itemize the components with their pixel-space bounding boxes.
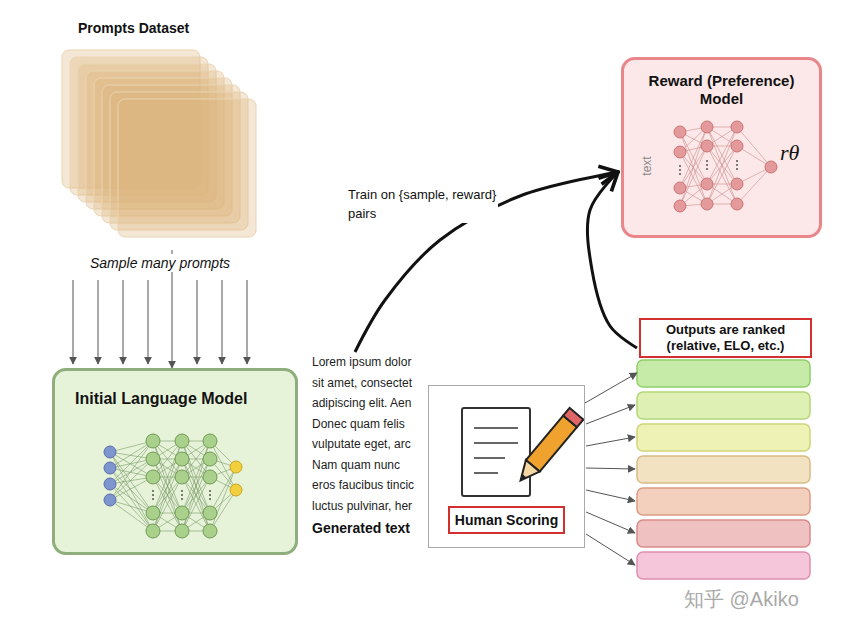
node-title: Reward (Preference) Model [639,72,804,108]
pencil-icon [514,408,584,486]
rm-fill [621,57,822,238]
rm-network [674,121,777,212]
watermark: 知乎 @Akiko [684,586,799,613]
edge-label: Train on {sample, reward} pairs [348,185,498,223]
node-text: rθ [780,140,814,166]
node-title: Outputs are ranked (relative, ELO, etc.) [639,318,812,358]
model-box: Initial Language Model [52,368,298,555]
ranked-outputs: Outputs are ranked (relative, ELO, etc.) [637,318,812,580]
reward-model-box: Reward (Preference) Model text rθ [621,57,822,238]
node-title: Lorem ipsum dolor sit amet, consectet ad… [312,352,426,516]
lm-network [104,434,242,538]
node-text: Generated text [312,519,426,537]
node-text: text [639,149,655,183]
connector [587,172,637,348]
scoring-box: Human Scoring [428,385,585,548]
score-arrows [586,405,635,565]
node-title: Initial Language Model [55,371,295,409]
generated-text: Lorem ipsum dolor sit amet, consectet ad… [312,352,426,580]
lm-fill [52,368,298,555]
sample-arrows [73,280,247,364]
node-title: Human Scoring [448,506,565,534]
connector [585,373,637,403]
node-title: Prompts Dataset [78,18,248,38]
prompt-stack [62,50,256,237]
document-icon [462,408,530,496]
edge-label: Sample many prompts [80,254,240,272]
scoring-fill [428,385,585,548]
ranked-bars [637,360,810,579]
dataset-stack: Prompts Dataset [60,18,260,250]
